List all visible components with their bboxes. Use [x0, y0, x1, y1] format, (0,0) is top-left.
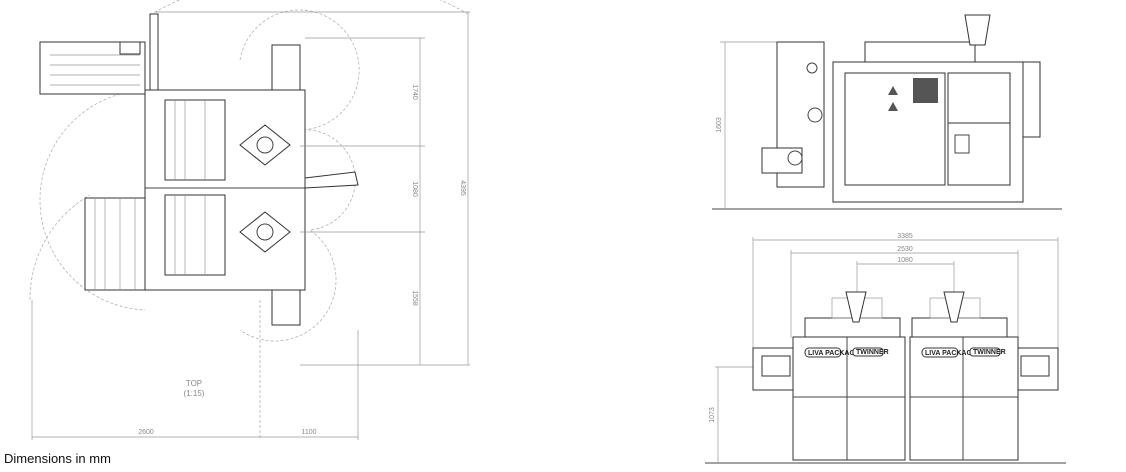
brand-logo: LIVA PACKAGING: [925, 350, 985, 357]
dim-width-main: 2600: [138, 429, 154, 436]
touchscreen: [1020, 355, 1050, 377]
forming-unit-lower: [164, 194, 226, 276]
module-right: LIVA PACKAGING TWINNER: [909, 291, 1019, 461]
warning-triangle-icon: [888, 86, 898, 95]
hopper-upper: [239, 124, 291, 166]
warning-triangle-icon: [888, 102, 898, 111]
dim-hopper-spacing: 1080: [897, 257, 913, 264]
operator-panel-left: [752, 347, 794, 391]
caption: Dimensions in mm: [4, 451, 111, 466]
dim-upper: 1740: [411, 84, 418, 100]
discharge-chute: [304, 171, 359, 189]
top-view: 1740 1080 1558 4395 2600 1100 TOP (1:15): [29, 0, 471, 440]
top-conveyor: [864, 41, 976, 63]
operator-panel-right: [1017, 347, 1059, 391]
side-view: 1603: [712, 14, 1062, 210]
control-panel: [1022, 61, 1041, 138]
hopper: [964, 14, 991, 46]
vent-grille-icon: [913, 78, 938, 103]
model-logo: TWINNER: [856, 349, 889, 356]
dim-height: 1603: [716, 117, 723, 133]
dim-overall-length: 4395: [459, 180, 466, 196]
top-dimension-lines: [31, 11, 470, 440]
view-scale: (1:15): [184, 389, 205, 398]
dim-panel-height: 1073: [709, 407, 716, 423]
front-view: 3385 2530 1080 1073 LIVA PACKAGING TWINN…: [705, 233, 1066, 464]
dim-width-extension: 1100: [301, 429, 316, 436]
motor: [761, 147, 803, 174]
dim-middle: 1080: [411, 181, 418, 197]
model-logo: TWINNER: [973, 349, 1006, 356]
dim-overall-width: 3385: [897, 233, 913, 240]
touchscreen: [761, 355, 791, 377]
film-reel-lower: [271, 289, 301, 326]
brand-logo: LIVA PACKAGING: [808, 350, 868, 357]
dim-lower: 1558: [411, 290, 418, 306]
feeder-lower: [84, 197, 146, 291]
view-title: TOP: [186, 379, 202, 388]
forming-unit-upper: [164, 99, 226, 181]
hopper-lower: [239, 211, 291, 253]
film-reel-upper: [271, 44, 301, 91]
film-arm: [149, 13, 159, 91]
module-left: LIVA PACKAGING TWINNER: [792, 291, 906, 461]
dim-cabinet-width: 2530: [897, 246, 913, 253]
